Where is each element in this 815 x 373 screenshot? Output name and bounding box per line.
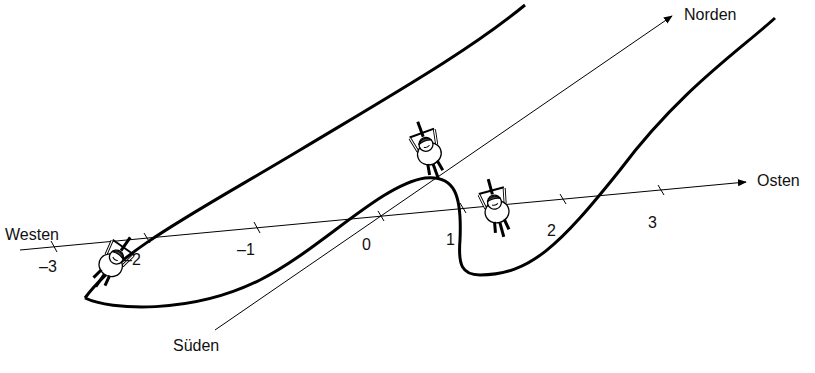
direction-label: Süden bbox=[172, 337, 220, 355]
direction-label: Norden bbox=[683, 6, 737, 24]
axis-number: –1 bbox=[236, 241, 256, 259]
axis-ticks bbox=[51, 185, 664, 252]
axis-number: –2 bbox=[122, 251, 142, 269]
direction-label: Westen bbox=[4, 226, 60, 244]
axis-number: –3 bbox=[38, 258, 58, 276]
direction-label: Osten bbox=[756, 172, 801, 190]
cyclist-middle bbox=[406, 117, 451, 182]
cyclist-left bbox=[85, 230, 141, 294]
axis-number: 2 bbox=[546, 222, 557, 240]
lower-track bbox=[85, 18, 775, 307]
axis-number: 3 bbox=[647, 214, 658, 232]
axis-number: 0 bbox=[361, 236, 372, 254]
axis-number: 1 bbox=[445, 231, 456, 249]
cyclist-right bbox=[476, 176, 517, 241]
